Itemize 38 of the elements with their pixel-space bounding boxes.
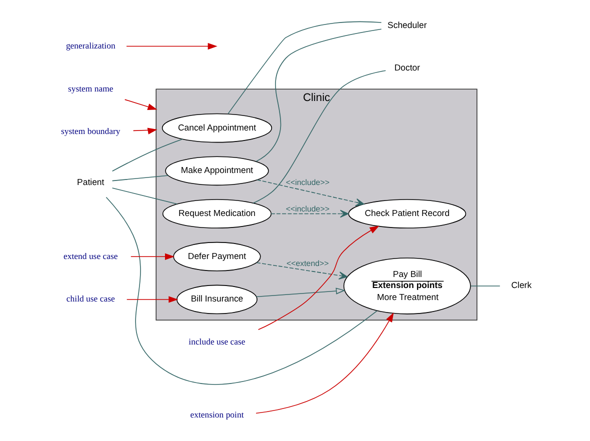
node-ellipse: Make Appointment xyxy=(164,156,268,186)
connector xyxy=(111,188,177,204)
edge-label: <<include>> xyxy=(285,178,329,188)
node-ellipse: Request Medication xyxy=(162,199,272,228)
arrow xyxy=(256,262,348,280)
arrow xyxy=(257,226,379,330)
arrow xyxy=(255,312,394,414)
node-text: Doctor xyxy=(394,62,420,73)
edge-label: <<include>> xyxy=(285,204,329,214)
node-text: system name xyxy=(67,83,113,94)
arrow xyxy=(126,42,217,50)
node-text: generalization xyxy=(65,40,115,51)
node-text: Clerk xyxy=(510,280,532,290)
connector xyxy=(255,28,382,162)
connector xyxy=(227,21,382,114)
node-ellipse: Pay Bill Extension points More Treatment xyxy=(342,258,470,314)
node-text: extension point xyxy=(190,410,244,420)
edge-label: <<extend>> xyxy=(286,259,328,268)
arrow xyxy=(270,210,348,218)
node-text: system boundary xyxy=(60,126,120,136)
connector xyxy=(105,196,377,385)
node-ellipse: Cancel Appointment xyxy=(161,113,272,143)
arrow xyxy=(255,288,345,298)
connector xyxy=(111,175,168,182)
node-text: Scheduler xyxy=(387,20,426,30)
node-ellipse: Defer Payment xyxy=(172,242,260,272)
arrow xyxy=(256,179,364,206)
connector xyxy=(252,70,386,204)
node-text: include use case xyxy=(188,336,245,347)
arrow xyxy=(130,253,174,260)
arrow xyxy=(126,296,178,303)
arrow xyxy=(124,99,157,110)
node-text: extend use case xyxy=(63,250,118,261)
node-ellipse: Bill Insurance xyxy=(176,284,257,314)
connector xyxy=(111,138,182,172)
arrow xyxy=(132,128,157,134)
node-text: child use case xyxy=(66,294,114,304)
node-text: Patient xyxy=(76,177,104,188)
